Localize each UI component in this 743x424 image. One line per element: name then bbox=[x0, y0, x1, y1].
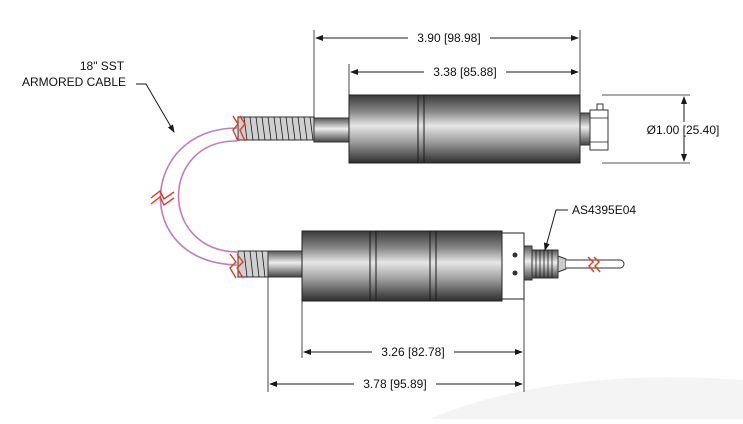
cable-label-line1: 18" SST bbox=[80, 59, 125, 73]
top-body bbox=[348, 94, 581, 164]
dim-body-length-bottom: 3.26 [82.78] bbox=[381, 345, 444, 359]
bottom-transducer bbox=[229, 230, 625, 302]
bottom-body bbox=[301, 230, 503, 302]
fitting-label: AS4395E04 bbox=[572, 203, 636, 217]
top-connector bbox=[579, 112, 591, 146]
fitting-callout: AS4395E04 bbox=[543, 203, 636, 251]
dim-overall-length-top: 3.90 [98.98] bbox=[417, 31, 480, 45]
dim-overall-length-bottom: 3.78 [95.89] bbox=[363, 377, 426, 391]
cable-label-line2: ARMORED CABLE bbox=[22, 75, 126, 89]
pressure-tube bbox=[566, 256, 625, 273]
dim-diameter: Ø1.00 [25.40] bbox=[647, 123, 720, 137]
pressure-fitting bbox=[523, 245, 567, 281]
dimensions: 3.90 [98.98] 3.38 [85.88] Ø1.00 [25.40] … bbox=[267, 30, 732, 392]
bottom-armor-thread bbox=[229, 250, 269, 279]
armored-cable bbox=[150, 127, 238, 266]
top-armor-thread bbox=[232, 115, 315, 142]
top-transducer bbox=[232, 94, 609, 164]
cable-callout: 18" SST ARMORED CABLE bbox=[22, 59, 175, 133]
dim-body-length-top: 3.38 [85.88] bbox=[433, 65, 496, 79]
